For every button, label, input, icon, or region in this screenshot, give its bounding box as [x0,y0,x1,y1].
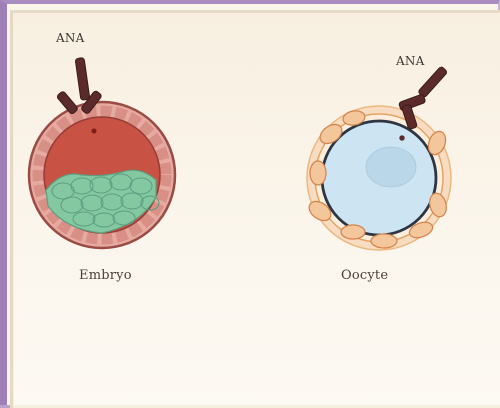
antibody-icon-right [398,66,447,130]
oocyte-nucleus [366,147,416,187]
oocyte-label: Oocyte [341,268,388,283]
ana-label-right: ANA [396,54,424,68]
ana-label-left: ANA [56,31,84,45]
oocyte-binding-dot [399,135,404,140]
embryo-label: Embryo [79,268,132,283]
embryo-illustration [29,102,175,248]
embryo-nucleus-dot [92,129,97,134]
oocyte-illustration [306,106,451,250]
